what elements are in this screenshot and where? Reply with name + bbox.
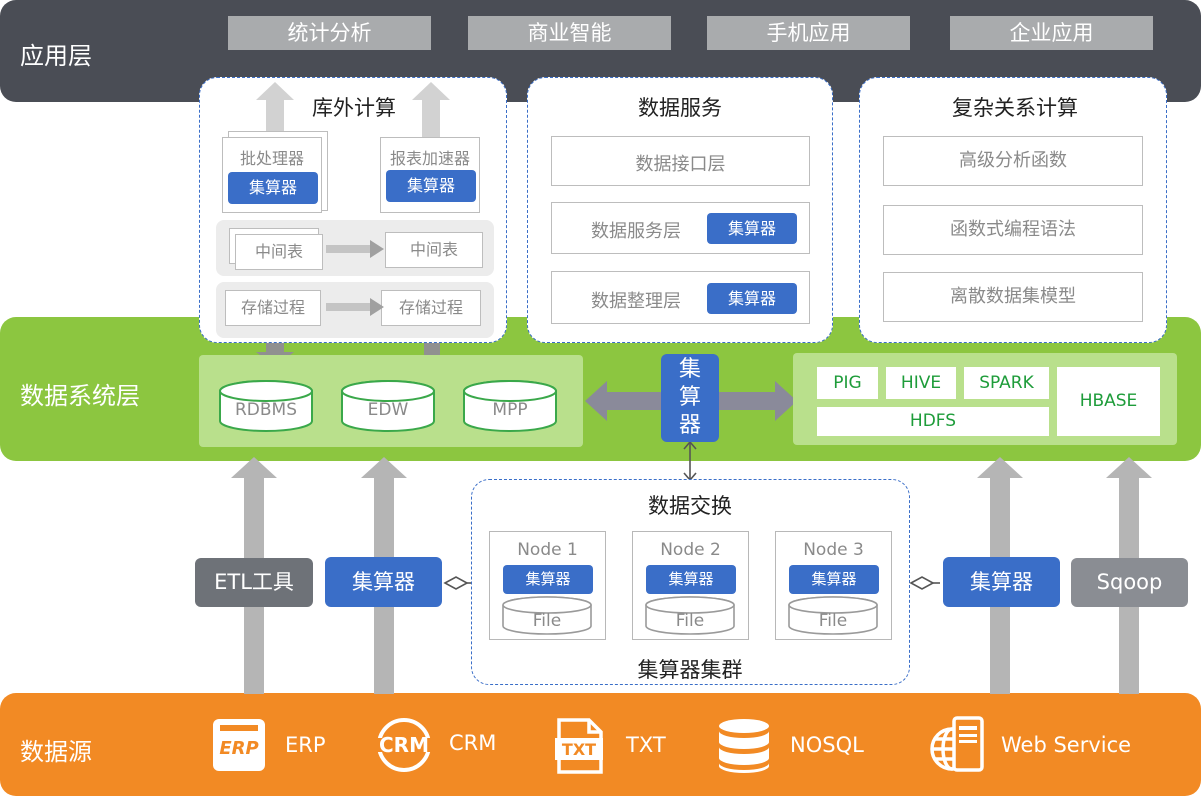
- node-1-name: Node 1: [517, 540, 578, 560]
- app-tab-enterprise[interactable]: 企业应用: [950, 16, 1153, 50]
- report-accelerator-badge[interactable]: 集算器: [386, 170, 476, 202]
- node-2-badge[interactable]: 集算器: [646, 565, 736, 594]
- data-service-layer-badge[interactable]: 集算器: [707, 213, 797, 244]
- txt-icon-text: TXT: [561, 740, 597, 759]
- txt-label: TXT: [626, 733, 666, 757]
- data-interface-layer-label: 数据接口层: [635, 154, 726, 175]
- nosql-label: NOSQL: [790, 733, 864, 757]
- data-cleanup-layer-label: 数据整理层: [591, 291, 681, 312]
- hive-item: HIVE: [886, 367, 956, 399]
- node-3-file: File: [818, 611, 848, 631]
- functional-programming-syntax: 函数式编程语法: [883, 205, 1143, 255]
- node-3-badge[interactable]: 集算器: [789, 565, 879, 594]
- left-calculator-button[interactable]: 集算器: [325, 557, 442, 607]
- crm-label: CRM: [449, 731, 497, 755]
- central-calculator[interactable]: [661, 354, 719, 442]
- erp-label: ERP: [285, 733, 326, 757]
- crm-icon-text: CRM: [379, 733, 429, 757]
- calculator-cluster-label: 集算器集群: [637, 658, 743, 682]
- stored-procedure-left: 存储过程: [225, 290, 321, 326]
- nosql-database-icon: [719, 719, 769, 773]
- procedure-transfer-arrow: [326, 298, 384, 316]
- data-source-label: 数据源: [20, 738, 92, 766]
- application-layer-label: 应用层: [20, 42, 92, 70]
- etl-tool-button[interactable]: ETL工具: [195, 558, 313, 607]
- right-calculator-button[interactable]: 集算器: [943, 557, 1060, 607]
- hbase-item: HBASE: [1057, 367, 1160, 436]
- crm-icon: [375, 718, 433, 772]
- erp-icon-text: ERP: [219, 738, 259, 759]
- data-cleanup-layer: [551, 271, 810, 324]
- web-service-label: Web Service: [1001, 733, 1132, 757]
- edw-label: EDW: [367, 400, 409, 420]
- pig-item: PIG: [817, 367, 878, 399]
- spark-item: SPARK: [964, 367, 1049, 399]
- app-tab-statistics[interactable]: 统计分析: [228, 16, 431, 50]
- discrete-dataset-model: 离散数据集模型: [883, 272, 1143, 322]
- offlib-title: 库外计算: [312, 96, 396, 120]
- advanced-analysis-functions: 高级分析函数: [883, 136, 1143, 186]
- report-accelerator-label: 报表加速器: [389, 149, 470, 168]
- data-service-layer-label: 数据服务层: [591, 221, 681, 242]
- txt-icon: [555, 718, 603, 774]
- data-exchange-title: 数据交换: [648, 494, 732, 518]
- stored-procedure-right: 存储过程: [381, 290, 481, 326]
- database-cylinders: [219, 380, 557, 432]
- web-service-icon: [930, 716, 984, 772]
- data-interface-layer: [551, 136, 810, 186]
- node-1-file: File: [532, 611, 562, 631]
- app-tab-mobile[interactable]: 手机应用: [707, 16, 910, 50]
- app-tab-business-intelligence[interactable]: 商业智能: [468, 16, 671, 50]
- batch-processor-badge[interactable]: 集算器: [228, 172, 318, 204]
- node-2-file: File: [675, 611, 705, 631]
- data-service-title: 数据服务: [638, 96, 722, 120]
- batch-processor-label: 批处理器: [239, 149, 304, 168]
- rdbms-label: RDBMS: [234, 400, 298, 420]
- intermediate-table-left: 中间表: [235, 234, 323, 270]
- data-system-layer-label: 数据系统层: [20, 382, 140, 410]
- central-calculator-label: 集算器: [678, 357, 701, 438]
- intermediate-transfer-arrow: [326, 240, 384, 258]
- node-1-badge[interactable]: 集算器: [503, 565, 593, 594]
- mpp-label: MPP: [492, 400, 528, 420]
- erp-icon: [213, 719, 265, 771]
- data-cleanup-layer-badge[interactable]: 集算器: [707, 283, 797, 314]
- intermediate-table-right: 中间表: [385, 232, 483, 268]
- complex-relation-title: 复杂关系计算: [952, 96, 1078, 120]
- hdfs-item: HDFS: [817, 407, 1049, 436]
- node-2-name: Node 2: [660, 540, 721, 560]
- sqoop-button[interactable]: Sqoop: [1071, 558, 1188, 607]
- node-3-name: Node 3: [803, 540, 864, 560]
